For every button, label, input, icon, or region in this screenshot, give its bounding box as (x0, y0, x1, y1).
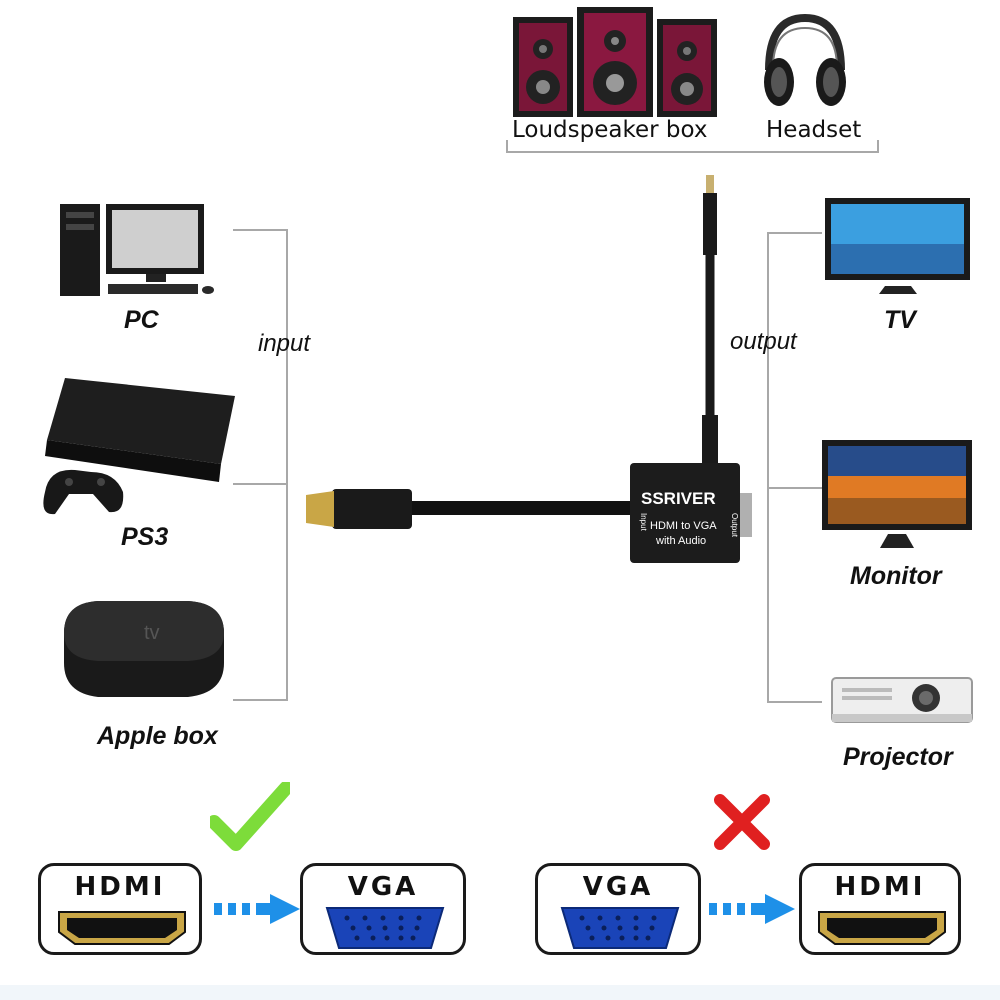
adapter-line2-text: with Audio (655, 535, 706, 547)
hdmi-port-box-left: HDMI (38, 863, 202, 955)
vga-port-icon (325, 907, 445, 949)
loudspeaker-box-image (513, 7, 717, 117)
tv-image (825, 198, 970, 294)
adapter-input-text: Input (639, 513, 648, 532)
ps3-label: PS3 (121, 523, 169, 551)
bottom-strip (0, 985, 1000, 1000)
check-icon (210, 782, 290, 851)
headset-label: Headset (766, 117, 862, 143)
cross-icon (714, 794, 770, 850)
hdmi-port-title: HDMI (834, 872, 926, 902)
apple-box-label: Apple box (97, 722, 218, 750)
hdmi-port-icon (58, 911, 186, 945)
vga-port-box-left: VGA (300, 863, 466, 955)
adapter-line1-text: HDMI to VGA (650, 520, 717, 532)
arrow-icon-right (709, 894, 795, 924)
hdmi-port-icon (818, 911, 946, 945)
arrow-icon-left (214, 894, 300, 924)
vga-port-box-right: VGA (535, 863, 701, 955)
hdmi-port-title: HDMI (74, 872, 166, 902)
output-label: output (730, 328, 797, 355)
input-label: input (258, 330, 311, 357)
apple-tv-logo-text: tv (144, 622, 160, 644)
adapter-brand-text: SSRIVER (641, 489, 716, 508)
projector-image (831, 677, 973, 723)
pc-image (60, 204, 214, 296)
apple-box-image: tv (64, 601, 224, 697)
pc-label: PC (124, 306, 159, 334)
vga-port-title: VGA (582, 872, 654, 902)
vga-port-icon (560, 907, 680, 949)
projector-label: Projector (843, 743, 953, 771)
hdmi-to-vga-adapter-image: SSRIVER HDMI to VGA with Audio Input Out… (306, 175, 752, 563)
tv-label: TV (884, 306, 916, 334)
headset-image (764, 13, 846, 106)
hdmi-port-box-right: HDMI (799, 863, 961, 955)
loudspeaker-box-label: Loudspeaker box (512, 117, 708, 143)
monitor-label: Monitor (850, 562, 942, 590)
ps3-image (43, 378, 235, 515)
adapter-output-text: Output (730, 513, 739, 538)
monitor-image (822, 440, 972, 548)
vga-port-title: VGA (347, 872, 419, 902)
